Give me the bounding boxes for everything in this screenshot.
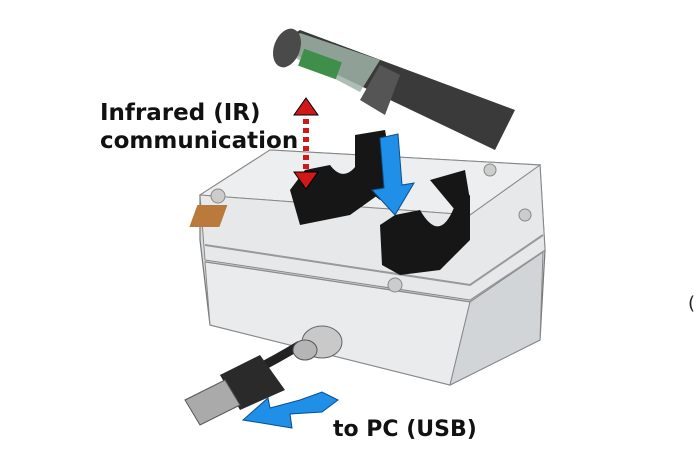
- edge-text-fragment: (: [688, 293, 696, 314]
- usb-label: to PC (USB): [333, 417, 477, 442]
- ir-label-line2: communication: [100, 128, 299, 154]
- ir-label-line1: Infrared (IR): [100, 100, 261, 126]
- insert-down-arrow-icon: [371, 133, 415, 216]
- ir-arrow-icon: [293, 97, 319, 190]
- data-logger: [272, 28, 515, 150]
- usb-cable: [184, 325, 343, 426]
- usb-direction-arrow-icon: [241, 391, 339, 429]
